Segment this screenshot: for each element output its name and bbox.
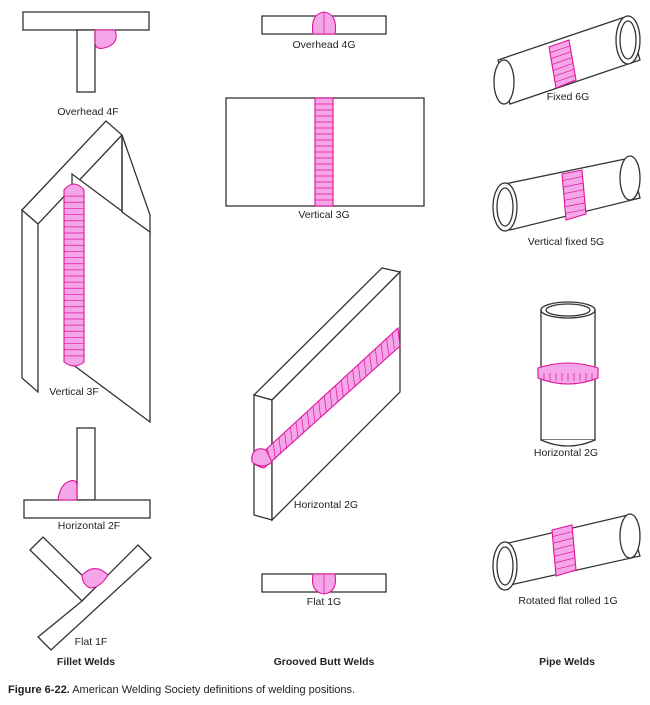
- label-overhead-4g: Overhead 4G: [292, 39, 356, 51]
- weld-ripple: [563, 189, 584, 195]
- weld-ripple: [551, 57, 573, 65]
- weld-ripple: [553, 537, 574, 544]
- figure-caption: Figure 6-22. American Welding Society de…: [8, 684, 355, 696]
- weld-ripple: [552, 531, 573, 537]
- weld-ripple: [306, 411, 310, 429]
- weld-ripple: [301, 417, 305, 434]
- weld-ripple: [386, 338, 390, 355]
- overhead-4g-figure: [261, 11, 387, 35]
- weld-ripple: [329, 390, 333, 408]
- column-title-pipe: Pipe Welds: [539, 656, 595, 668]
- weld-ripple: [357, 364, 361, 381]
- label-flat-1f: Flat 1F: [74, 636, 108, 648]
- label-vertical-3f: Vertical 3F: [49, 386, 99, 398]
- weld-ripple: [562, 176, 583, 181]
- weld-ripple: [323, 396, 327, 413]
- figure-caption-text: American Welding Society definitions of …: [69, 684, 356, 696]
- weld-ripple: [554, 550, 575, 557]
- weld-ripple: [391, 333, 395, 350]
- weld-ripple: [564, 195, 585, 201]
- weld-ripple: [553, 68, 575, 77]
- weld-ripple: [272, 443, 276, 460]
- label-horizontal-2g-plate: Horizontal 2G: [293, 499, 359, 511]
- weld-ripple: [552, 63, 574, 71]
- overhead-4f-figure: [22, 11, 150, 93]
- weld-ripple: [289, 427, 293, 444]
- vertical-fixed-5g-figure: [492, 155, 641, 232]
- flat-1f-figure: [29, 536, 152, 651]
- weld-ripple: [565, 209, 586, 214]
- weld-ripple: [555, 564, 576, 570]
- label-vertical-3g: Vertical 3G: [298, 209, 350, 221]
- label-horizontal-2f: Horizontal 2F: [57, 520, 121, 532]
- weld-ripple: [554, 74, 576, 83]
- horizontal-2g-pipe-figure: [537, 301, 599, 447]
- vertical-3f-figure: [21, 120, 151, 424]
- weld-ripple: [284, 432, 288, 450]
- weld-ripple: [550, 51, 572, 60]
- weld-ripple: [380, 343, 384, 360]
- weld-ripple: [553, 544, 574, 551]
- vertical-3g-figure: [225, 97, 425, 207]
- label-rotated-flat-1g: Rotated flat rolled 1G: [518, 595, 618, 607]
- weld-ripple: [335, 385, 339, 402]
- weld-ripple: [564, 202, 585, 208]
- weld-ripple: [340, 380, 344, 397]
- column-title-groove: Grooved Butt Welds: [273, 656, 375, 668]
- label-overhead-4f: Overhead 4F: [57, 106, 119, 118]
- label-vertical-fixed-5g: Vertical fixed 5G: [527, 236, 605, 248]
- flat-1g-figure: [261, 573, 387, 595]
- label-horizontal-2g-pipe: Horizontal 2G: [533, 447, 599, 459]
- column-title-fillet: Fillet Welds: [56, 656, 116, 668]
- weld-ripple: [554, 557, 575, 564]
- weld-ripple: [549, 45, 571, 54]
- horizontal-2g-plate-figure: [251, 267, 402, 522]
- weld-ripple: [363, 359, 367, 376]
- label-flat-1g: Flat 1G: [306, 596, 342, 608]
- weld-ripple: [374, 348, 378, 366]
- weld-ripple: [295, 422, 299, 439]
- weld-ripple: [312, 406, 316, 423]
- weld-ripple: [346, 375, 350, 392]
- weld-ripple: [352, 369, 356, 387]
- weld-ripple: [318, 401, 322, 418]
- horizontal-2f-figure: [23, 427, 151, 519]
- weld-ripple: [563, 182, 584, 188]
- figure-number: Figure 6-22.: [8, 684, 70, 696]
- label-fixed-6g: Fixed 6G: [546, 91, 590, 103]
- weld-ripple: [278, 438, 282, 455]
- rotated-flat-1g-figure: [492, 513, 641, 591]
- weld-ripple: [369, 354, 373, 371]
- fixed-6g-figure: [493, 15, 641, 105]
